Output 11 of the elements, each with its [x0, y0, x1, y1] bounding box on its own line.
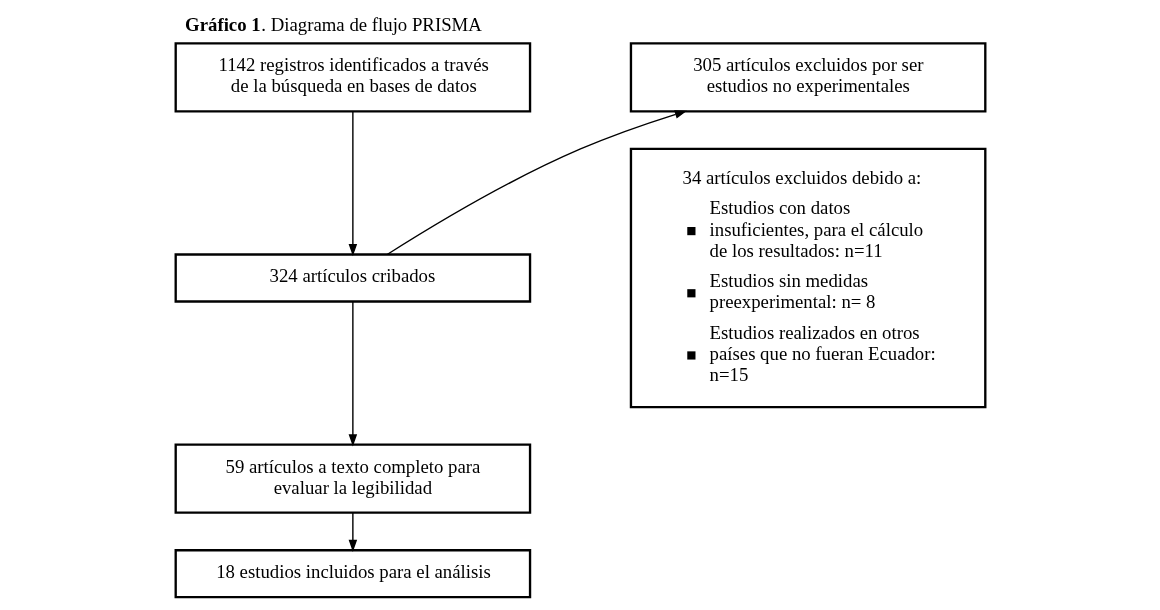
- node-box: 305 artículos excluidos por ser estudios no experimentales: [629, 42, 986, 113]
- node-box: 1142 registros identificados a través de la búsqueda en bases de datos: [174, 42, 531, 113]
- node-box: 59 artículos a texto completo para evaluar la legibilidad: [174, 443, 531, 514]
- arrow: [348, 300, 357, 447]
- arrow: [348, 111, 357, 257]
- arrow: [385, 110, 687, 256]
- node-box: 324 artículos cribados: [174, 253, 531, 303]
- node-box: 34 artículos excluidos debido a: Estudios con datos insuficientes, para el cálculo de los resultados: n=11 Estudios sin medidas preexperimental: n= 8 Estudios realizados en otros países que no fueran Ecuador: n=15: [629, 147, 986, 409]
- arrow: [348, 512, 357, 552]
- diagram-title: Gráfico 1. Diagrama de flujo PRISMA: [184, 14, 482, 36]
- node-box: 18 estudios incluidos para el análisis: [174, 549, 531, 599]
